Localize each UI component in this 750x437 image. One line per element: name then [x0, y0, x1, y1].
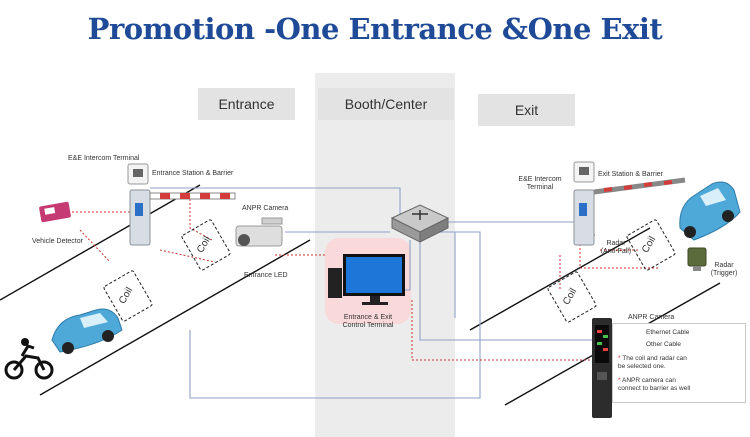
legend-note-2-line1: ANPR camera can	[621, 377, 676, 384]
legend-note-1: * The coil and radar can be selected one…	[618, 355, 687, 371]
label-vehicle-detector: Vehicle Detector	[32, 238, 83, 245]
legend-note-1-line2: be selected one.	[618, 363, 666, 370]
barrier-icon	[129, 189, 236, 246]
label-radar-trigger-line2: (Trigger)	[710, 270, 738, 277]
label-exit-intercom-line2: Terminal	[526, 184, 554, 191]
zone-entrance: Entrance	[198, 88, 295, 120]
legend-other-label: Other Cable	[646, 341, 682, 348]
intercom-icon	[127, 163, 149, 185]
note-star: *	[618, 355, 621, 362]
intercom-icon	[573, 161, 595, 183]
road-line	[0, 184, 201, 301]
switch-icon	[390, 204, 450, 243]
camera-icon	[235, 217, 283, 247]
label-radar-trigger: Radar (Trigger)	[702, 262, 746, 278]
vehicle-detector-icon	[39, 201, 71, 223]
label-radar-trigger-line1: Radar	[714, 262, 734, 269]
car-icon	[51, 308, 123, 354]
label-anpr-camera-entrance: ANPR Camera	[242, 205, 289, 212]
label-control-terminal-line2: Control Terminal	[342, 322, 394, 329]
label-exit-intercom: E&E Intercom Terminal	[510, 176, 570, 192]
coil-exit-top	[626, 219, 676, 271]
label-control-terminal-line1: Entrance & Exit	[343, 314, 393, 321]
label-entrance-station: Entrance Station & Barrier	[152, 170, 234, 177]
barrier-icon	[573, 177, 686, 246]
label-radar-antifall-line2: (Anti-Fall)	[600, 248, 632, 255]
legend-note-2: * ANPR camera can connect to barrier as …	[618, 377, 690, 393]
road-line	[39, 239, 311, 396]
car-icon	[679, 181, 741, 241]
label-entrance-intercom: E&E Intercom Terminal	[68, 155, 140, 162]
diagram-title: Promotion -One Entrance &One Exit	[87, 12, 663, 46]
label-exit-station: Exit Station & Barrier	[598, 171, 663, 178]
legend-note-1-line1: The coil and radar can	[622, 355, 687, 362]
label-radar-antifall: Radar (Anti-Fall)	[596, 240, 636, 256]
motorcycle-icon	[4, 338, 54, 380]
radar-icon	[687, 247, 707, 271]
zone-booth: Booth/Center	[318, 88, 454, 120]
legend-box: Ethernet Cable Other Cable * The coil an…	[612, 323, 746, 403]
label-anpr-camera-exit: ANPR Camera	[628, 314, 675, 321]
ethernet-cables	[150, 187, 595, 399]
coil-entrance-top	[181, 219, 231, 271]
label-control-terminal: Entrance & Exit Control Terminal	[328, 314, 408, 330]
legend-note-2-line2: connect to barrier as well	[618, 385, 691, 392]
label-radar-antifall-line1: Radar	[606, 240, 626, 247]
label-entrance-led: Entrance LED	[244, 272, 288, 279]
monitor-icon	[328, 254, 405, 305]
zone-exit: Exit	[478, 94, 575, 126]
label-exit-intercom-line1: E&E Intercom	[518, 176, 562, 183]
note-star: *	[618, 377, 621, 384]
legend-ethernet-label: Ethernet Cable	[646, 329, 690, 336]
ledscreen-icon	[592, 318, 612, 418]
